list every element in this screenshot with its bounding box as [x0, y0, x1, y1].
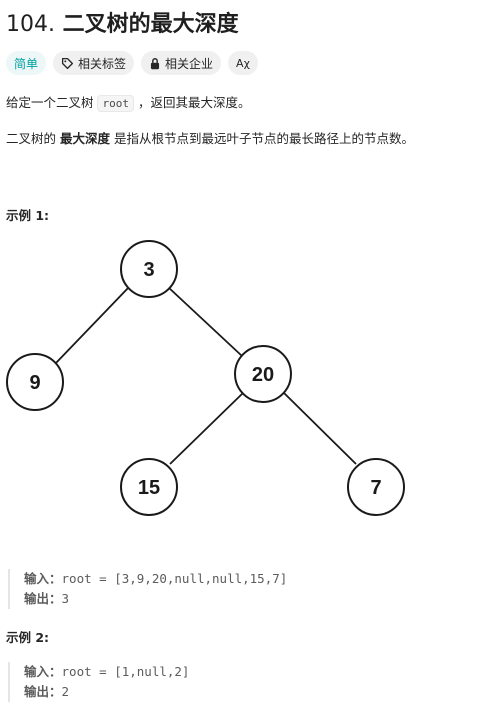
tag-row: 简单 相关标签 相关企业 Aχ — [6, 51, 258, 75]
lock-icon — [149, 57, 161, 70]
example-1-title: 示例 1: — [6, 208, 50, 223]
tree-node-circle — [120, 458, 178, 516]
example-1-output: 输出：3 — [24, 589, 287, 609]
description-text: 给定一个二叉树 — [6, 95, 98, 110]
output-label: 输出： — [24, 684, 62, 699]
tree-node-circle — [120, 240, 178, 298]
input-label: 输入： — [24, 664, 62, 679]
difficulty-label: 简单 — [14, 56, 39, 71]
tree-node-label: 9 — [29, 372, 40, 394]
output-value: 3 — [61, 591, 70, 606]
description-text: 二叉树的 — [6, 131, 60, 146]
example-1-input: 输入：root = [3,9,20,null,null,15,7] — [24, 569, 287, 589]
example-2-input: 输入：root = [1,null,2] — [24, 662, 189, 682]
example-2-title: 示例 2: — [6, 630, 50, 645]
description-text: ，返回其最大深度。 — [133, 95, 251, 110]
tree-node-label: 20 — [252, 364, 274, 386]
problem-number: 104. — [6, 12, 55, 37]
input-label: 输入： — [24, 571, 62, 586]
bold-term: 最大深度 — [59, 131, 110, 146]
description-paragraph-1: 给定一个二叉树 root ，返回其最大深度。 — [6, 94, 250, 113]
tree-node-label: 7 — [370, 477, 381, 499]
tree-edge — [54, 286, 130, 365]
related-companies-button[interactable]: 相关企业 — [141, 51, 222, 75]
tree-node-circle — [234, 345, 292, 403]
description-text: 是指从根节点到最远叶子节点的最长路径上的节点数。 — [110, 131, 414, 146]
problem-title: 104. 二叉树的最大深度 — [6, 6, 239, 38]
problem-name: 二叉树的最大深度 — [62, 12, 239, 37]
example-2-output: 输出：2 — [24, 682, 189, 702]
tree-edge — [167, 286, 243, 357]
input-value: root = [3,9,20,null,null,15,7] — [61, 571, 288, 586]
tree-node-circle — [347, 458, 405, 516]
related-tags-button[interactable]: 相关标签 — [53, 51, 135, 75]
tree-edge — [283, 392, 357, 465]
description-paragraph-2: 二叉树的 最大深度 是指从根节点到最远叶子节点的最长路径上的节点数。 — [6, 130, 414, 148]
difficulty-badge[interactable]: 简单 — [6, 51, 47, 75]
input-value: root = [1,null,2] — [61, 664, 190, 679]
tree-node-label: 15 — [138, 477, 160, 499]
related-tags-label: 相关标签 — [78, 56, 127, 71]
example-2-block: 输入：root = [1,null,2] 输出：2 — [8, 662, 189, 702]
output-value: 2 — [61, 684, 70, 699]
related-companies-label: 相关企业 — [165, 56, 214, 71]
tree-edge — [169, 392, 244, 465]
tag-icon — [61, 57, 74, 70]
example-1-block: 输入：root = [3,9,20,null,null,15,7] 输出：3 — [8, 569, 287, 609]
binary-tree-diagram: 3 9 20 15 7 — [6, 240, 405, 516]
output-label: 输出： — [24, 591, 62, 606]
tree-node-label: 3 — [143, 259, 154, 281]
inline-code-root: root — [97, 95, 134, 112]
translate-button[interactable]: Aχ — [228, 51, 258, 75]
translate-icon: Aχ — [236, 56, 250, 70]
tree-node-circle — [6, 353, 64, 411]
